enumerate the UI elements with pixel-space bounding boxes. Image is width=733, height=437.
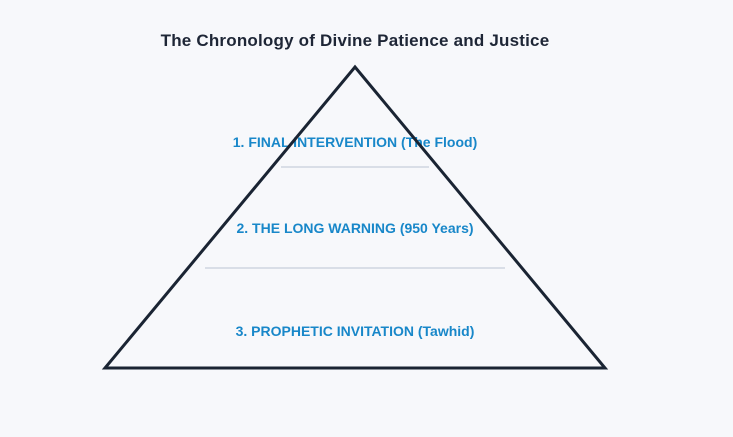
diagram-title: The Chronology of Divine Patience and Ju…	[160, 31, 550, 50]
pyramid-level-3-label: 3. PROPHETIC INVITATION (Tawhid)	[235, 323, 475, 339]
level-divider-1	[281, 166, 429, 168]
pyramid-level-1-label: 1. FINAL INTERVENTION (The Flood)	[232, 134, 478, 150]
pyramid-level-2-label: 2. THE LONG WARNING (950 Years)	[236, 220, 474, 236]
level-divider-2	[205, 267, 505, 269]
